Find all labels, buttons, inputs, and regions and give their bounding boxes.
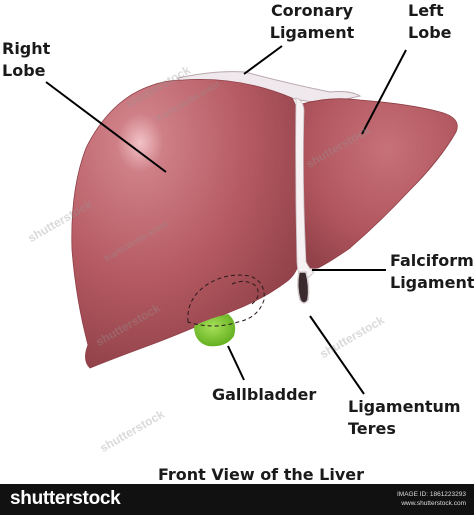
right-lobe-shape (71, 79, 300, 369)
label-line: Left (408, 1, 444, 20)
label-gallbladder: Gallbladder (212, 385, 317, 404)
label-line: Lobe (408, 23, 452, 42)
ligamentum-teres-shape (296, 271, 310, 304)
diagram-caption: Front View of the Liver (158, 465, 365, 484)
label-line: Ligament (390, 273, 474, 292)
gallbladder-shape (194, 314, 236, 347)
footer-meta: IMAGE ID: 1861223293 www.shutterstock.co… (397, 490, 466, 508)
label-line: Falciform (390, 251, 474, 270)
label-line: Ligamentum (348, 397, 461, 416)
label-ligamentum-teres: Ligamentum Teres (348, 396, 461, 440)
label-line: Ligament (269, 23, 355, 42)
label-right-lobe: Right Lobe (2, 38, 50, 82)
label-coronary-ligament: Coronary Ligament (264, 0, 360, 44)
label-left-lobe: Left Lobe (408, 0, 452, 44)
label-falciform-ligament: Falciform Ligament (390, 250, 474, 294)
leader-gallbladder (227, 345, 245, 381)
footer-site: www.shutterstock.com (401, 500, 466, 507)
footer-brand: shutterstock (10, 488, 121, 509)
leader-right-lobe (45, 81, 167, 173)
gallbladder-hidden-outline (187, 274, 265, 327)
label-line: Lobe (2, 61, 46, 80)
label-line: Right (2, 39, 51, 58)
leader-ligamentum-teres (309, 315, 365, 395)
left-lobe-shape (300, 98, 458, 269)
label-line: Coronary (270, 1, 354, 20)
falciform-ligament-shape (295, 97, 315, 283)
label-line: Teres (348, 419, 396, 438)
footer-image-id: IMAGE ID: 1861223293 (396, 491, 466, 498)
gallbladder-hidden-outline-inner (231, 280, 259, 305)
stock-footer-bar: shutterstock IMAGE ID: 1861223293 www.sh… (0, 484, 474, 515)
leader-coronary (243, 45, 283, 75)
leader-left-lobe (361, 49, 407, 135)
